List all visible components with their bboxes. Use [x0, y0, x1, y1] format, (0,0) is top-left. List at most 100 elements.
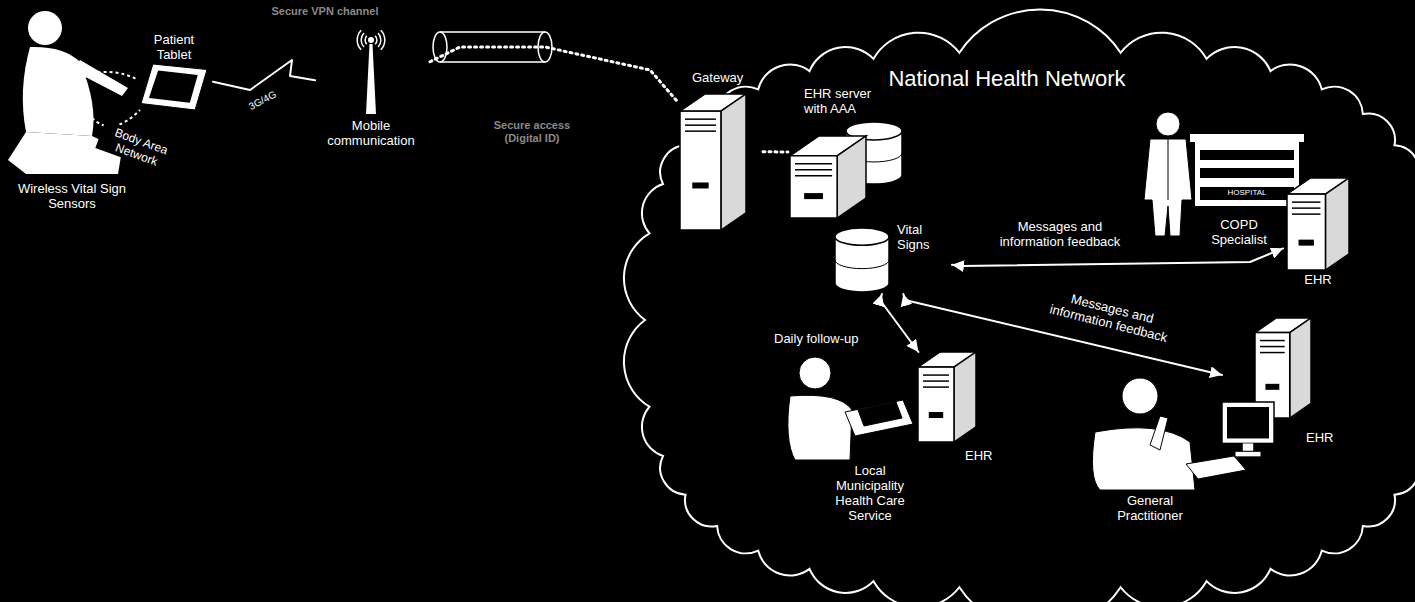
hospital-building [1200, 187, 1294, 200]
municipality-nurse [799, 357, 831, 389]
text-label: Body Area Network [95, 120, 182, 176]
server-icon [1299, 240, 1314, 246]
general-practitioner-figure [1122, 378, 1158, 414]
doctor-figure [1156, 112, 1180, 136]
device-node: EHR [1222, 318, 1341, 460]
database-cylinder [835, 260, 889, 269]
monitor-icon [1243, 443, 1253, 451]
device-node: Mobile communication [315, 28, 430, 152]
antenna-tower [365, 36, 367, 44]
node-icon [678, 70, 763, 232]
server-icon [680, 94, 746, 230]
server-icon [918, 352, 976, 442]
connector [763, 150, 788, 153]
server-icon [1290, 318, 1311, 418]
device-node: Patient Tablet [135, 32, 213, 114]
server-icon [929, 412, 943, 418]
network-cloud: National Health Network GatewayEHR server… [640, 38, 1415, 602]
connector [430, 47, 678, 102]
server-icon [1287, 178, 1349, 270]
text-label: Wireless Vital Sign Sensors [2, 180, 142, 212]
municipality-nurse [788, 395, 852, 460]
doctor-figure [1144, 139, 1192, 236]
antenna-tower [361, 33, 364, 47]
text-label: COPD Specialist [1202, 216, 1276, 248]
server-icon [954, 352, 976, 442]
connector [213, 60, 315, 90]
server-icon [680, 111, 721, 230]
server-icon [721, 94, 746, 230]
hospital-building [1195, 142, 1299, 206]
text-label: Secure access (Digital ID) [482, 118, 582, 146]
server-icon [1325, 178, 1349, 270]
text-label: General Practitioner [1100, 492, 1200, 524]
server-icon [685, 130, 716, 132]
device-node: Vital Signs [835, 222, 952, 294]
node-label: Patient Tablet [143, 32, 205, 62]
doctor-figure [1144, 112, 1192, 236]
tablet-icon [149, 70, 198, 102]
antenna-tower [357, 30, 385, 114]
tablet-icon [141, 64, 207, 110]
server-icon [1265, 384, 1279, 390]
patient-figure [72, 60, 128, 96]
server-icon [790, 136, 866, 218]
database-cylinder [835, 228, 889, 245]
server-icon [795, 175, 832, 177]
server-icon [1292, 201, 1320, 203]
cloud-outline [624, 9, 1415, 602]
node-label: EHR server with AAA [804, 86, 884, 116]
node-icon [835, 222, 950, 294]
antenna-tower [368, 37, 374, 43]
monitor-icon [1222, 402, 1274, 457]
tablet-icon [141, 64, 207, 110]
edge-label: Messages and information feedback [985, 218, 1135, 250]
server-icon [1260, 352, 1285, 354]
node-label: Mobile communication [315, 118, 427, 148]
monitor-icon [1222, 402, 1274, 443]
server-icon [837, 136, 866, 218]
hospital-building [1200, 150, 1294, 160]
doctor-figure [1168, 139, 1169, 200]
node-label: EHR [1293, 272, 1343, 287]
node-label: EHR [965, 448, 1003, 463]
server-icon [923, 386, 949, 388]
monitor-icon [1227, 407, 1269, 438]
server-icon [1292, 207, 1320, 209]
general-practitioner-figure [1186, 456, 1246, 479]
hospital-building [1190, 134, 1304, 142]
server-icon [685, 118, 716, 120]
text-label: Local Municipality Health Care Service [822, 462, 918, 524]
server-icon [795, 163, 832, 165]
node-label: Gateway [692, 70, 758, 85]
antenna-tower [375, 36, 377, 44]
node-label: Vital Signs [897, 222, 949, 252]
server-icon [692, 182, 708, 188]
server-icon [1260, 346, 1285, 348]
edge-label: Secure VPN channel [250, 4, 400, 19]
patient-figure [23, 47, 94, 136]
patient-figure [28, 11, 62, 45]
device-node: Gateway [678, 70, 763, 232]
network-title: National Health Network [857, 66, 1157, 92]
municipality-nurse [845, 400, 913, 436]
server-icon [1292, 213, 1320, 215]
server-icon [795, 169, 832, 171]
server-icon [923, 380, 949, 382]
general-practitioner-figure [1150, 416, 1168, 450]
edge-label: Daily follow-up [772, 330, 872, 347]
server-icon [1260, 340, 1285, 342]
server-icon [918, 367, 954, 442]
edge-label: Messages and information feedback [1036, 283, 1184, 349]
server-icon [790, 156, 837, 218]
hospital-building [1200, 168, 1294, 178]
antenna-tower [381, 30, 385, 50]
municipality-nurse [788, 357, 913, 460]
edge-label: 3G/4G [245, 87, 280, 114]
monitor-icon [1235, 451, 1261, 457]
node-label: EHR [1306, 430, 1338, 445]
server-icon [685, 124, 716, 126]
